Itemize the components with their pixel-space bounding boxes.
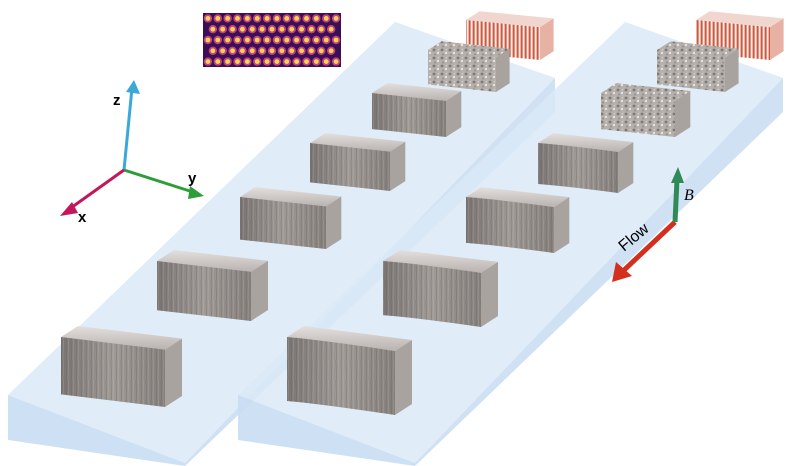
flux-block [428, 41, 510, 92]
flux-block [310, 133, 406, 191]
flux-block-curved [383, 250, 498, 327]
flux-block-curved [287, 326, 412, 415]
left-blocks [61, 11, 554, 407]
flux-block-curved [538, 133, 634, 193]
flux-block [657, 41, 739, 92]
flux-block [601, 83, 691, 137]
b-field-label: B [684, 187, 694, 204]
flux-block [157, 250, 268, 321]
vortex-array-block [696, 11, 784, 60]
right-blocks [287, 11, 784, 415]
flux-block [240, 187, 342, 249]
axes-triad: z y x [60, 80, 204, 226]
axis-label-z: z [113, 92, 121, 109]
flux-block-curved [466, 187, 570, 253]
vortex-lattice-image [203, 13, 341, 67]
axis-label-y: y [188, 170, 197, 187]
flux-block [372, 83, 462, 137]
flux-block [61, 326, 182, 407]
axis-label-x: x [78, 209, 87, 226]
